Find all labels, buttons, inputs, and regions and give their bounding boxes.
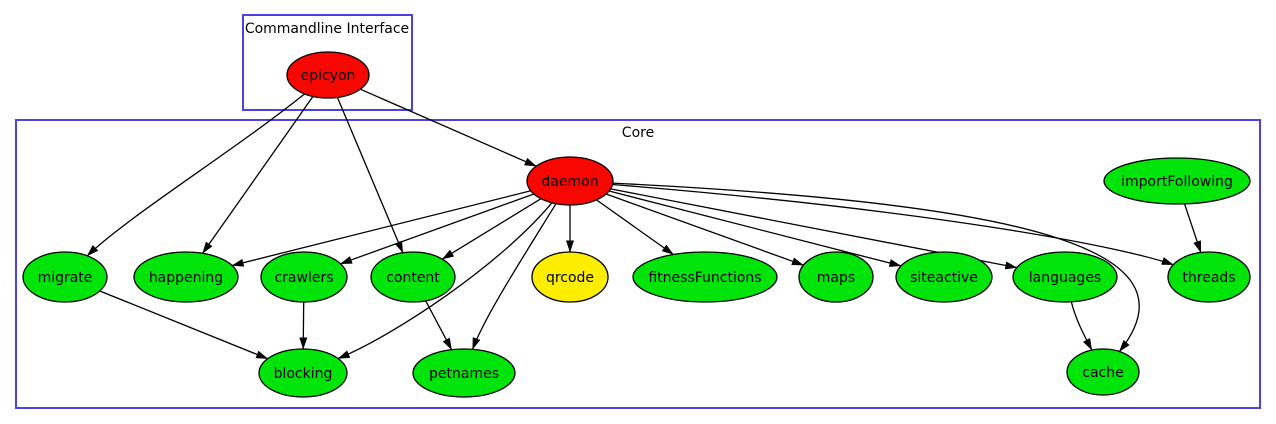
cluster-label-core: Core (622, 125, 654, 141)
node-languages: languages (1012, 251, 1118, 303)
node-content: content (370, 251, 456, 303)
node-maps-ellipse (798, 251, 874, 303)
edge-importFollowing-threads (1183, 203, 1202, 253)
node-siteactive-label: siteactive (910, 270, 978, 286)
node-qrcode-ellipse (531, 251, 609, 303)
node-threads: threads (1167, 251, 1251, 303)
node-daemon-ellipse (526, 156, 614, 206)
cluster-cli: Commandline Interface (242, 14, 413, 111)
node-cache-ellipse (1066, 348, 1140, 396)
edge-daemon-happening (231, 190, 531, 267)
node-epicyon: epicyon (286, 51, 370, 99)
node-cache: cache (1066, 348, 1140, 396)
node-fitnessFunctions: fitnessFunctions (632, 251, 778, 303)
node-qrcode-label: qrcode (546, 270, 594, 286)
node-content-ellipse (370, 251, 456, 303)
node-siteactive: siteactive (895, 251, 993, 303)
node-blocking-label: blocking (274, 366, 333, 382)
node-daemon-label: daemon (541, 174, 598, 190)
node-migrate: migrate (22, 251, 108, 303)
node-siteactive-ellipse (895, 251, 993, 303)
cluster-label-cli: Commandline Interface (245, 21, 409, 37)
node-epicyon-ellipse (286, 51, 370, 99)
node-languages-ellipse (1012, 251, 1118, 303)
node-importFollowing-ellipse (1103, 157, 1251, 205)
edge-daemon-siteactive (608, 190, 902, 267)
node-petnames-ellipse (412, 348, 516, 398)
node-qrcode: qrcode (531, 251, 609, 303)
node-fitnessFunctions-label: fitnessFunctions (648, 270, 761, 286)
edge-daemon-maps (605, 193, 804, 266)
node-petnames: petnames (412, 348, 516, 398)
edge-daemon-fitnessFunctions (596, 199, 674, 256)
edge-content-petnames (425, 300, 453, 351)
node-happening-label: happening (149, 270, 223, 286)
cluster-box-cli (242, 14, 413, 111)
edge-daemon-threads (612, 183, 1174, 266)
node-importFollowing: importFollowing (1103, 157, 1251, 205)
edge-epicyon-happening (202, 96, 314, 254)
node-fitnessFunctions-ellipse (632, 251, 778, 303)
edge-epicyon-content (336, 97, 404, 254)
edge-daemon-cache (612, 182, 1140, 352)
edge-daemon-content (441, 198, 542, 260)
node-crawlers: crawlers (260, 251, 348, 303)
node-happening: happening (133, 251, 239, 303)
node-maps: maps (798, 251, 874, 303)
node-blocking-ellipse (258, 348, 348, 398)
node-threads-label: threads (1182, 270, 1235, 286)
node-maps-label: maps (817, 270, 855, 286)
edge-daemon-crawlers (340, 193, 535, 265)
cluster-box-core (15, 119, 1261, 409)
edge-daemon-petnames (471, 203, 557, 350)
edge-languages-cache (1070, 301, 1093, 351)
cluster-core: Core (15, 119, 1261, 409)
node-crawlers-ellipse (260, 251, 348, 303)
node-epicyon-label: epicyon (301, 68, 356, 84)
node-threads-ellipse (1167, 251, 1251, 303)
edge-migrate-blocking (99, 290, 269, 360)
node-daemon: daemon (526, 156, 614, 206)
node-migrate-label: migrate (38, 270, 93, 286)
node-petnames-label: petnames (429, 366, 499, 382)
edge-epicyon-daemon (360, 88, 537, 167)
edge-daemon-blocking (337, 202, 553, 360)
node-crawlers-label: crawlers (274, 270, 333, 286)
node-languages-label: languages (1029, 270, 1101, 286)
node-importFollowing-label: importFollowing (1121, 174, 1233, 190)
node-cache-label: cache (1082, 365, 1123, 381)
node-migrate-ellipse (22, 251, 108, 303)
node-content-label: content (386, 270, 440, 286)
edge-crawlers-blocking (299, 301, 308, 350)
edge-epicyon-migrate (86, 93, 306, 257)
node-happening-ellipse (133, 251, 239, 303)
node-blocking: blocking (258, 348, 348, 398)
